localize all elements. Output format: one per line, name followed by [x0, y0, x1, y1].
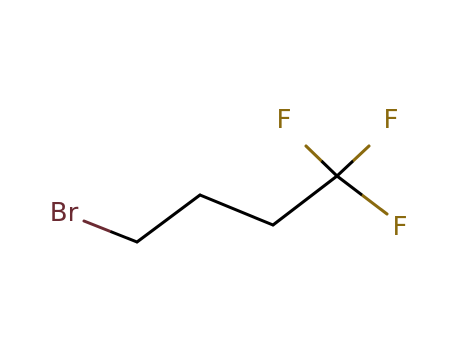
atom-br-label: Br [50, 198, 79, 228]
bond-br-c1 [82, 219, 139, 244]
bond-c4-f-top-left [304, 144, 339, 178]
bond-c3-c4 [271, 174, 339, 227]
bond-c1-c2 [135, 193, 202, 244]
atom-f-right-label: F [393, 212, 408, 242]
atom-f-top-left-label: F [277, 105, 292, 135]
atom-f-top-right-label: F [384, 105, 399, 135]
bond-c4-f-right [335, 174, 389, 216]
bond-c4-f-top-right [335, 144, 371, 178]
bond-c2-c3 [198, 193, 275, 227]
